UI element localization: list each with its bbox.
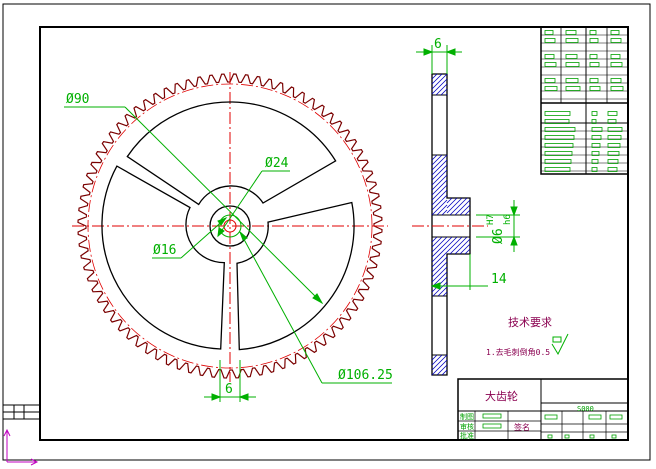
dim-bore-dia: Ø16: [153, 243, 176, 258]
dim-bore-tol-bottom: h6: [503, 214, 513, 225]
gear-teeth: [77, 73, 383, 379]
dim-outer-dia: Ø90: [66, 92, 89, 107]
bore-circle: [218, 214, 242, 238]
notes-item-1: 1.去毛刺倒角0.5: [486, 347, 550, 357]
signature-label: 签名: [514, 422, 530, 432]
row-b-label: 审核: [460, 422, 474, 431]
part-name: 大齿轮: [485, 389, 518, 403]
sheet-outer-border: [2, 3, 651, 461]
web-cutout-left: [101, 165, 225, 350]
notes-heading: 技术要求: [508, 316, 552, 329]
roughness-symbol-icon: [551, 333, 569, 356]
title-block: [457, 378, 629, 441]
dim-hub-dia: Ø24: [265, 156, 289, 171]
row-a-label: 制图: [460, 412, 474, 421]
side-dimensions: [416, 45, 520, 290]
dim-pitch-dia: Ø106.25: [338, 368, 393, 383]
binding-marks: [3, 404, 40, 420]
row-c-label: 批准: [460, 431, 474, 440]
dim-rim-width: 6: [434, 37, 442, 52]
dim-bore-tol-top: H7: [486, 214, 496, 225]
gear-side-view: [412, 45, 520, 376]
gear-front-view: [64, 72, 392, 402]
pitch-circle: [87, 83, 373, 369]
side-section-outline: [431, 73, 471, 376]
main-dimensions: [64, 106, 392, 402]
web-cutout-top: [126, 101, 337, 206]
dim-bore-fit: Ø6: [491, 228, 506, 244]
sheet-inner-frame: [39, 26, 629, 441]
dim-spoke-width: 6: [225, 382, 233, 397]
dim-hub-width: 14: [491, 272, 507, 287]
parameter-table: [540, 26, 629, 175]
shaft-circle: [223, 219, 237, 233]
drawing-code: S000: [577, 405, 594, 413]
ucs-origin-icon: [3, 428, 39, 466]
section-hatching: [431, 73, 471, 376]
hub-circle: [209, 205, 251, 247]
